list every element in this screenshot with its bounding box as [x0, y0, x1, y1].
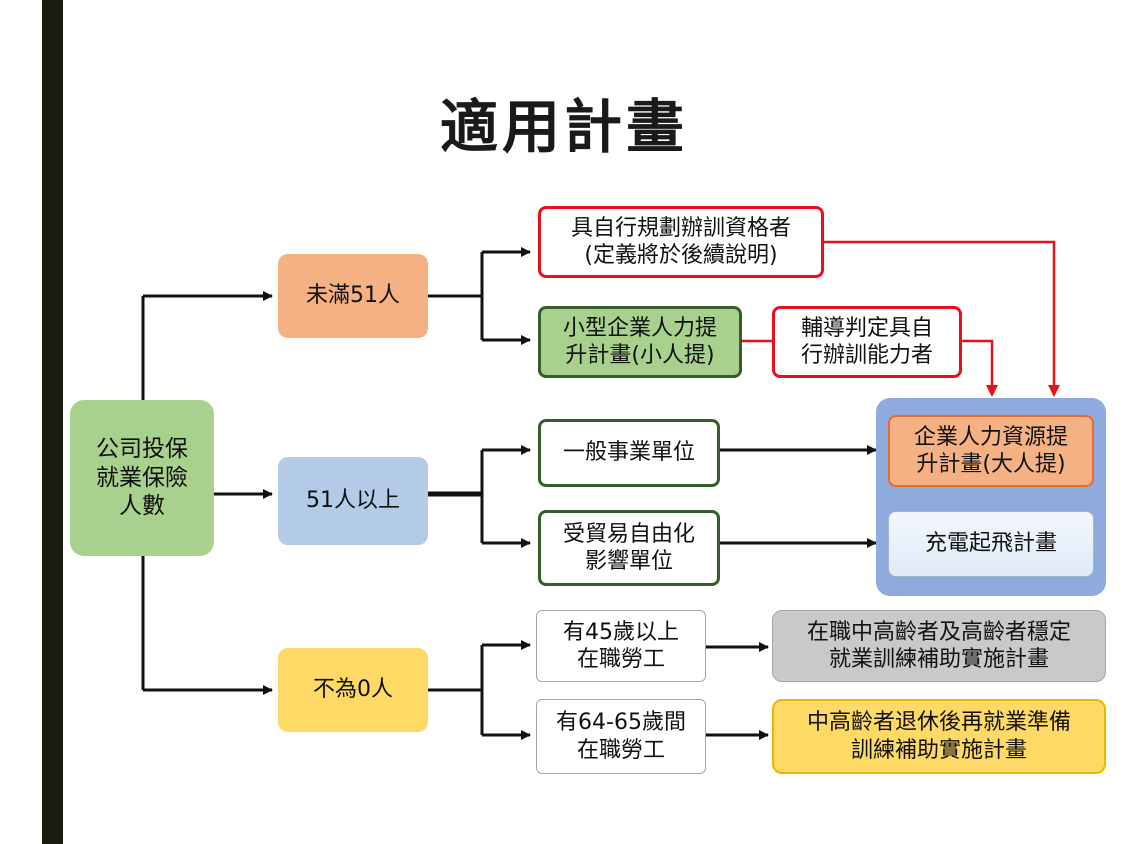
- general-unit-node: 一般事業單位: [538, 419, 720, 487]
- root-node: 公司投保 就業保險 人數: [70, 400, 214, 556]
- self-training-node: 具自行規劃辦訓資格者 (定義將於後續說明): [538, 206, 824, 278]
- page-title: 適用計畫: [439, 93, 688, 161]
- under51-branches: [428, 247, 531, 345]
- senior-stable-plan-node: 在職中高齡者及高齡者穩定 就業訓練補助實施計畫: [772, 610, 1106, 682]
- nonzero-node: 不為0人: [278, 648, 428, 732]
- small-plan-node: 小型企業人力提 升計畫(小人提): [538, 306, 742, 378]
- left-accent-bar: [42, 0, 63, 844]
- trade-unit-node: 受貿易自由化 影響單位: [538, 510, 720, 586]
- age45-node: 有45歲以上 在職勞工: [536, 610, 706, 682]
- big-plan-node: 企業人力資源提 升計畫(大人提): [888, 415, 1094, 487]
- root-branches: [141, 291, 273, 695]
- nonzero-branches: [428, 640, 769, 740]
- over51-node: 51人以上: [278, 457, 428, 545]
- guidance-node: 輔導判定具自 行辦訓能力者: [772, 306, 962, 378]
- charge-plan-node: 充電起飛計畫: [888, 511, 1094, 577]
- retire-plan-node: 中高齡者退休後再就業準備 訓練補助實施計畫: [772, 699, 1106, 774]
- under51-node: 未滿51人: [278, 254, 428, 338]
- over51-branches: [428, 445, 877, 548]
- age64-node: 有64-65歲間 在職勞工: [536, 699, 706, 774]
- red-connectors: [742, 240, 1060, 397]
